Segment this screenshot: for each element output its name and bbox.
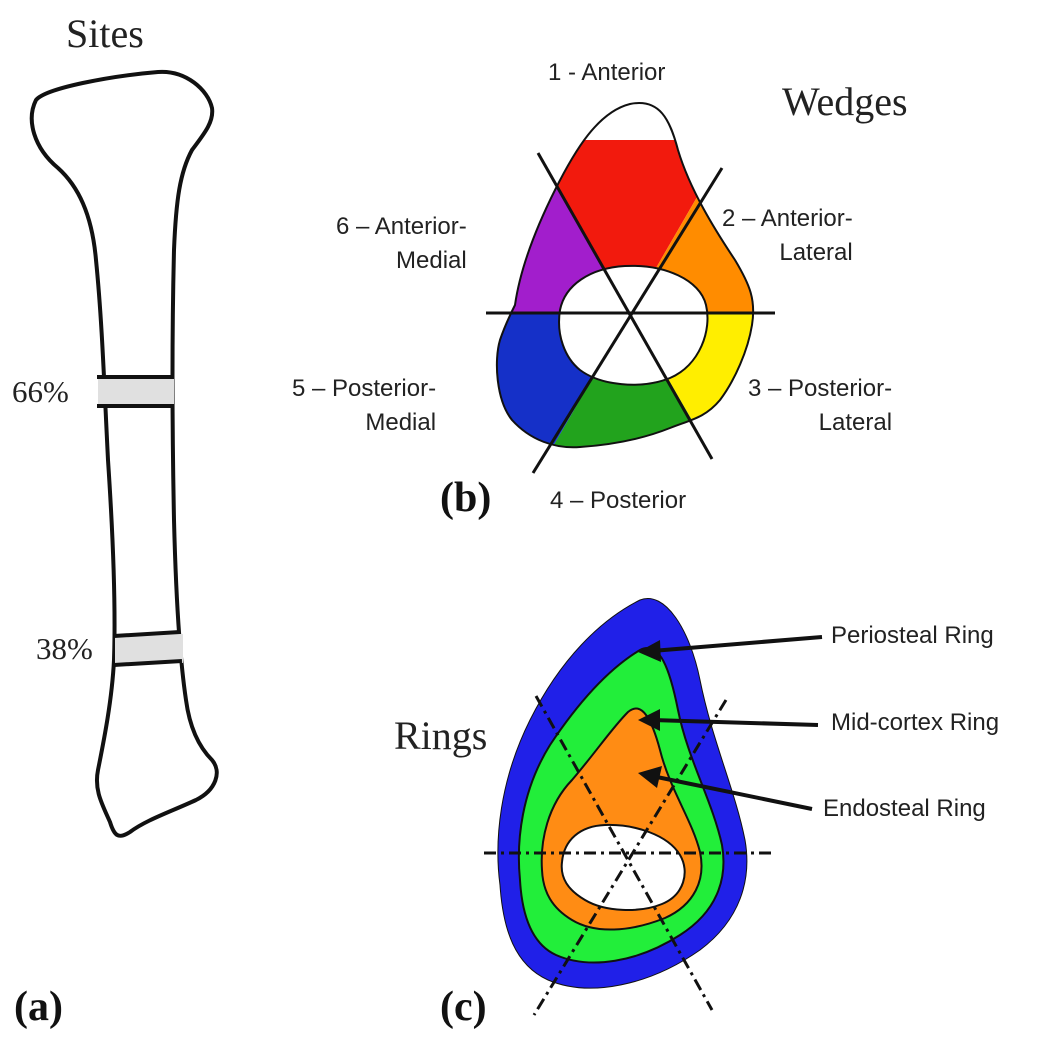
ring-label-mid-cortex: Mid-cortex Ring: [831, 709, 999, 737]
site-label-66: 66%: [12, 374, 69, 410]
panel-label-c: (c): [440, 983, 487, 1031]
ring-cross-section: [498, 598, 747, 988]
wedge-label-5-line2: Medial: [292, 406, 436, 440]
wedge-label-6: 6 – Anterior- Medial: [336, 210, 467, 278]
panel-label-b: (b): [440, 474, 491, 522]
wedge-label-5-line1: 5 – Posterior-: [292, 372, 436, 406]
site-label-38: 38%: [36, 631, 93, 667]
bone-outline: [32, 72, 217, 836]
wedge-label-4: 4 – Posterior: [550, 484, 686, 518]
wedges-title: Wedges: [782, 78, 908, 125]
wedge-label-6-line1: 6 – Anterior-: [336, 210, 467, 244]
wedge-medullary-hole: [559, 266, 707, 385]
wedge-label-2-line1: 2 – Anterior-: [722, 202, 853, 236]
wedge-label-4-line1: 4 – Posterior: [550, 484, 686, 518]
wedge-label-3-line2: Lateral: [748, 406, 892, 440]
wedge-label-2: 2 – Anterior- Lateral: [722, 202, 853, 270]
wedge-label-1-line1: 1 - Anterior: [548, 56, 665, 90]
rings-title: Rings: [394, 712, 487, 759]
ring-label-periosteal: Periosteal Ring: [831, 622, 994, 650]
ring-label-endosteal: Endosteal Ring: [823, 795, 986, 823]
wedge-label-3-line1: 3 – Posterior-: [748, 372, 892, 406]
wedge-label-2-line2: Lateral: [722, 236, 853, 270]
wedge-label-6-line2: Medial: [336, 244, 467, 278]
wedge-label-1: 1 - Anterior: [548, 56, 665, 90]
site-band-66: [98, 377, 174, 406]
wedge-label-5: 5 – Posterior- Medial: [292, 372, 436, 440]
wedge-label-3: 3 – Posterior- Lateral: [748, 372, 892, 440]
panel-label-a: (a): [14, 983, 63, 1031]
sites-title: Sites: [66, 10, 144, 57]
site-band-38: [115, 634, 183, 663]
